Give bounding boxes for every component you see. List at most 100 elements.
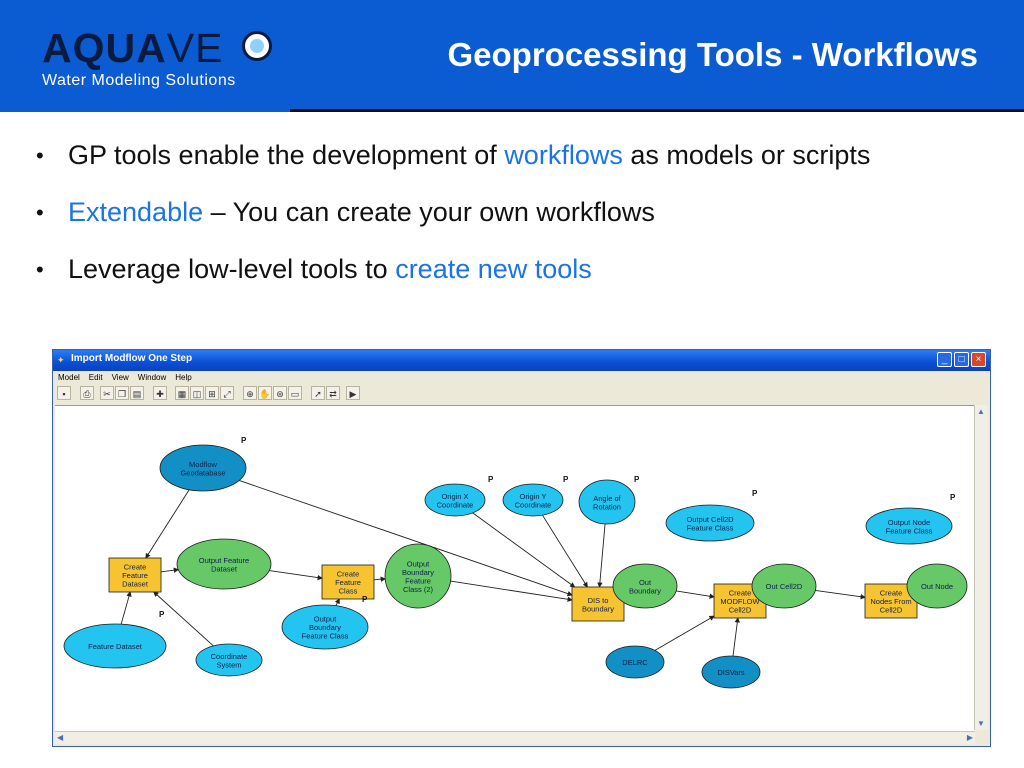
- logo-wordmark: AQUAVE: [42, 25, 223, 72]
- bullet-hl-text: create new tools: [395, 254, 592, 284]
- bullet-hl-text: workflows: [504, 140, 623, 170]
- menu-view[interactable]: View: [111, 373, 129, 382]
- maximize-button[interactable]: □: [954, 352, 969, 367]
- run-icon[interactable]: ▶: [346, 386, 360, 400]
- node-label: Feature Class: [886, 526, 933, 535]
- model-diagram: ModflowGeodatabasePCreateFeatureDatasetO…: [63, 436, 968, 689]
- node-shape: [665, 504, 755, 542]
- window-title: Import Modflow One Step: [71, 353, 193, 364]
- node-label: System: [216, 660, 241, 669]
- bullet-dot: •: [36, 257, 44, 282]
- close-button[interactable]: ×: [971, 352, 986, 367]
- node-label: Cell2D: [880, 606, 903, 615]
- node-out-cell2d[interactable]: Out Cell2D: [751, 563, 817, 609]
- overview-icon[interactable]: ▭: [288, 386, 302, 400]
- node-label: DELRC: [622, 658, 648, 667]
- node-label: Angle of: [593, 494, 621, 503]
- connect-icon[interactable]: ⇄: [326, 386, 340, 400]
- vertical-scrollbar[interactable]: ▲ ▼: [974, 405, 988, 730]
- menu-window[interactable]: Window: [137, 373, 167, 382]
- bullet-pre-text: Leverage low-level tools to: [68, 254, 396, 284]
- node-feature-dataset[interactable]: Feature Dataset: [63, 623, 167, 669]
- node-label: Feature: [335, 578, 361, 587]
- zoom-in-icon[interactable]: ⊕: [243, 386, 257, 400]
- node-label: DIS to: [588, 596, 609, 605]
- logo-tagline: Water Modeling Solutions: [42, 72, 236, 89]
- select-all-icon[interactable]: ⊞: [205, 386, 219, 400]
- connector-delrc-create_modflow: [654, 615, 715, 651]
- node-label: Class: [339, 587, 358, 596]
- menu-help[interactable]: Help: [175, 373, 192, 382]
- pan-icon[interactable]: ✋: [258, 386, 272, 400]
- paste-icon[interactable]: ▤: [130, 386, 144, 400]
- save-icon[interactable]: ▪: [57, 386, 71, 400]
- menu-model[interactable]: Model: [58, 373, 80, 382]
- bullet-hl-text: Extendable: [68, 197, 204, 227]
- scroll-down-icon[interactable]: ▼: [977, 719, 985, 728]
- node-label: Origin X: [441, 492, 468, 501]
- auto-layout-icon[interactable]: ◫: [190, 386, 204, 400]
- node-shape: [578, 479, 636, 525]
- connector-angle_rot-dis_boundary: [597, 523, 606, 588]
- horizontal-scrollbar[interactable]: ◀ ▶: [55, 731, 975, 744]
- menu-edit[interactable]: Edit: [88, 373, 103, 382]
- node-disvars[interactable]: DISVars: [701, 655, 761, 689]
- node-label: Out Node: [921, 582, 953, 591]
- connector-out_bfc-create_fc: [334, 598, 340, 606]
- node-label: DISVars: [717, 668, 745, 677]
- parameter-marker: P: [950, 493, 956, 502]
- node-shape: [605, 645, 665, 679]
- model-window: ✦ Import Modflow One Step _ □ × Model Edi…: [52, 349, 991, 747]
- scroll-left-icon[interactable]: ◀: [57, 733, 64, 742]
- parameter-marker: P: [488, 475, 494, 484]
- node-out-node[interactable]: Out Node: [906, 563, 968, 609]
- grid-layout-icon[interactable]: ▦: [175, 386, 189, 400]
- add-data-icon[interactable]: ✚: [153, 386, 167, 400]
- bullet-pre-text: GP tools enable the development of: [68, 140, 505, 170]
- scroll-up-icon[interactable]: ▲: [977, 407, 985, 416]
- node-delrc[interactable]: DELRC: [605, 645, 665, 679]
- connector-origin_x-dis_boundary: [472, 512, 576, 588]
- connector-out_cell2d-create_nodes: [815, 589, 866, 600]
- node-label: Boundary: [582, 604, 614, 613]
- node-label: Nodes From: [870, 597, 911, 606]
- connector-modflow_gdb-dis_boundary: [239, 480, 573, 597]
- node-label: Dataset: [122, 580, 149, 589]
- node-label: MODFLOW: [720, 597, 760, 606]
- connector-out_fd-create_fc: [269, 570, 323, 581]
- window-titlebar[interactable]: ✦ Import Modflow One Step _ □ ×: [53, 350, 990, 371]
- cut-icon[interactable]: ✂: [100, 386, 114, 400]
- scroll-right-icon[interactable]: ▶: [966, 733, 973, 742]
- node-label: Boundary: [629, 586, 661, 595]
- node-label: Modflow: [189, 460, 218, 469]
- node-label: Boundary: [309, 623, 341, 632]
- aquaveo-logo: AQUAVE Water Modeling Solutions: [0, 0, 290, 112]
- full-extent-icon[interactable]: ⤢: [220, 386, 234, 400]
- parameter-marker: P: [634, 475, 640, 484]
- node-label: Dataset: [211, 564, 238, 573]
- node-shape: [612, 563, 678, 609]
- pointer-icon[interactable]: ➚: [311, 386, 325, 400]
- minimize-button[interactable]: _: [937, 352, 952, 367]
- node-shape: [176, 538, 272, 590]
- node-shape: [865, 507, 953, 545]
- copy-icon[interactable]: ❐: [115, 386, 129, 400]
- zoom-icon[interactable]: ⊛: [273, 386, 287, 400]
- print-icon[interactable]: ⎙: [80, 386, 94, 400]
- bullet-item: • Leverage low-level tools to create new …: [36, 249, 976, 290]
- node-label: Output Node: [888, 518, 931, 527]
